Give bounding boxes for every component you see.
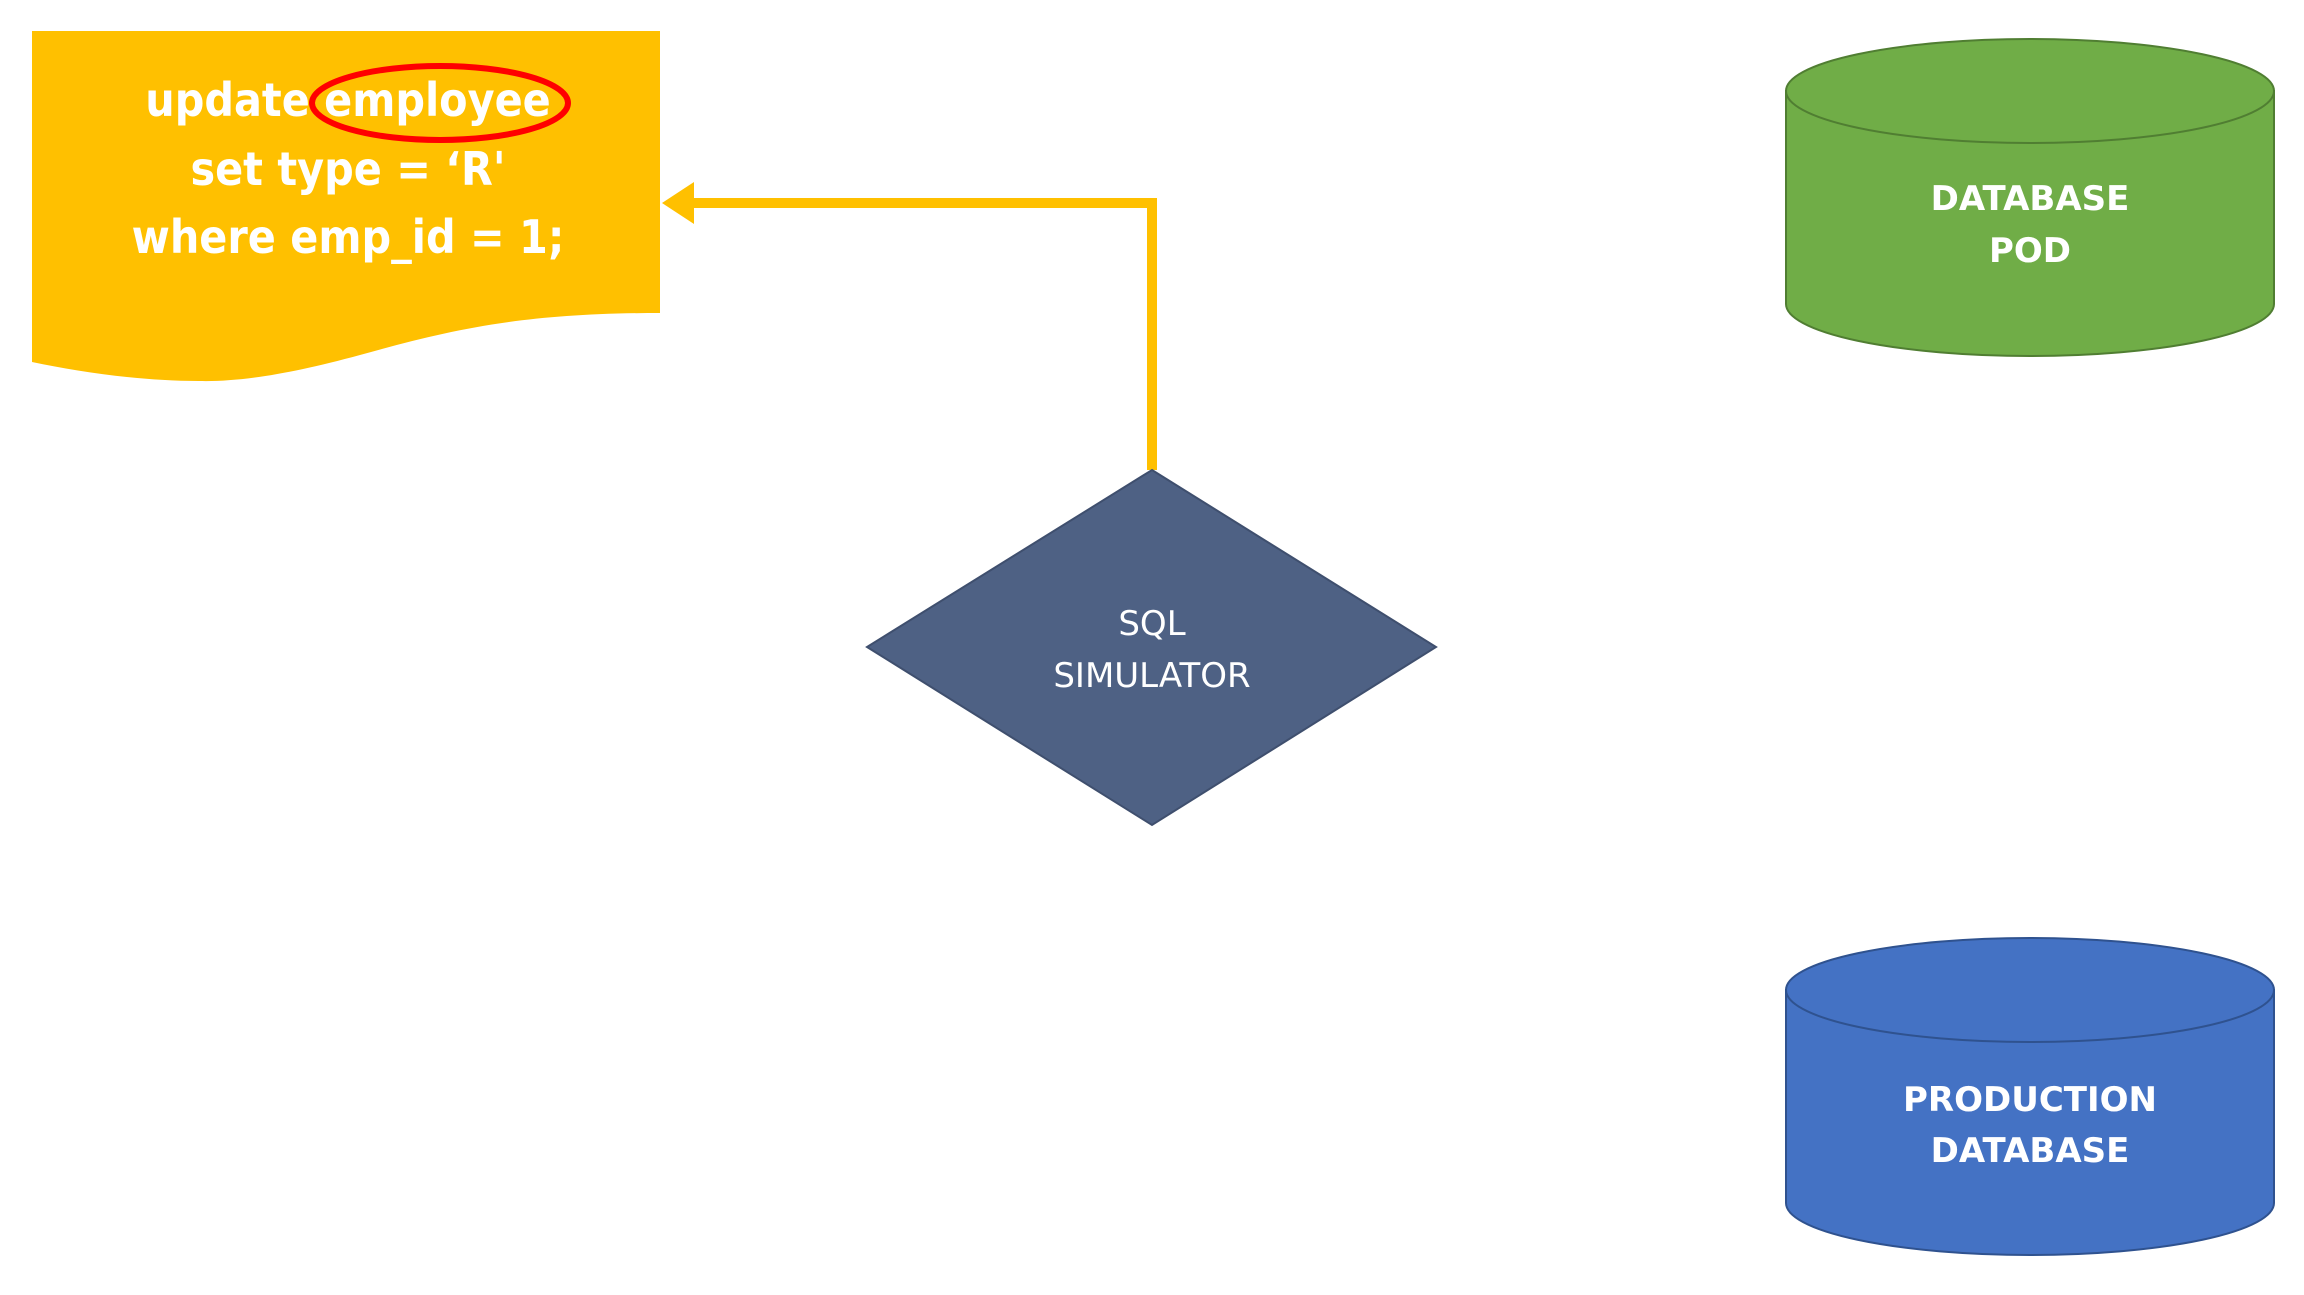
sql-document-shape[interactable]: update employee set type = ‘R' where emp… <box>32 31 660 382</box>
code-line-2: set type = ‘R' <box>190 142 505 196</box>
code-line-3: where emp_id = 1; <box>132 210 565 264</box>
database-pod-cylinder[interactable]: DATABASE POD <box>1785 38 2275 357</box>
arrowhead-icon <box>662 182 694 224</box>
database-pod-label-2: POD <box>1989 231 2071 271</box>
production-database-label-1: PRODUCTION <box>1903 1080 2157 1120</box>
simulator-label-1: SQL <box>1118 604 1185 644</box>
highlight-ellipse <box>309 63 571 143</box>
simulator-label-2: SIMULATOR <box>1053 656 1250 696</box>
database-pod-label-1: DATABASE <box>1931 179 2130 219</box>
code-line-1: update employee <box>145 73 550 127</box>
production-database-cylinder[interactable]: PRODUCTION DATABASE <box>1785 937 2275 1256</box>
production-database-label-2: DATABASE <box>1931 1131 2130 1171</box>
sql-simulator-shape[interactable]: SQL SIMULATOR <box>865 468 1438 827</box>
connector-arrow[interactable] <box>662 182 1157 470</box>
